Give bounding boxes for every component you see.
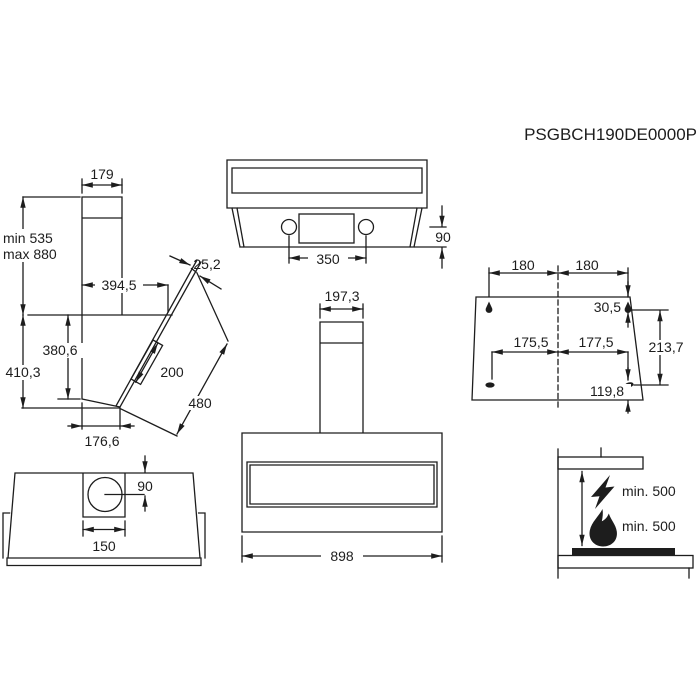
dim-top-hole-left: 180: [511, 257, 535, 273]
clearance-electric-label: min. 500: [622, 483, 676, 499]
dim-lower-hole-rise: 119,8: [590, 383, 624, 399]
side-view-extension-lines: [21, 178, 229, 437]
clearance-gas-label: min. 500: [622, 518, 676, 534]
clearance-view: min. 500 min. 500: [557, 447, 694, 579]
worktop-bar: [557, 554, 694, 569]
dim-top-depth: 394,5: [101, 277, 136, 293]
dim-lower-hole-right: 177,5: [578, 334, 613, 350]
wall-template-view: 180 180 30,5 175,5 177,5 213,7 119,8: [471, 257, 688, 414]
junction-box: [298, 213, 355, 244]
dimension-line: [134, 342, 159, 384]
top-view: 350 90: [226, 159, 451, 269]
dim-chimney-width: 179: [90, 166, 114, 182]
label-backdrop: [0, 365, 46, 380]
template-extension-lines: [488, 267, 669, 386]
dim-height-max: max 880: [3, 246, 57, 262]
front-view: 197,3 898: [241, 288, 443, 564]
dim-bracket-offset: 90: [435, 229, 451, 245]
template-outline: [471, 296, 644, 401]
dim-panel-thickness: 25,2: [193, 256, 220, 272]
top-view-outline: [226, 159, 447, 248]
label-backdrop: [184, 396, 217, 410]
screw-slot: [485, 382, 495, 388]
keyhole-slot: [485, 301, 493, 313]
model-code: PSGBCH190DE0000P: [524, 125, 697, 144]
dim-duct-offset: 90: [137, 478, 153, 494]
mounting-hole: [280, 218, 298, 236]
dim-bottom-depth: 176,6: [84, 433, 119, 449]
label-backdrop: [0, 229, 62, 262]
side-view: 179 min 535 max 880 394,5 25,2 380,6 410…: [0, 166, 229, 449]
dim-hole-span: 213,7: [648, 339, 683, 355]
dim-panel-length: 480: [188, 395, 212, 411]
dim-height-min: min 535: [3, 230, 53, 246]
dim-panel-section: 200: [160, 364, 184, 380]
duct-extension-lines: [82, 493, 145, 537]
label-backdrop: [583, 384, 631, 399]
clearance-outline: [557, 447, 690, 579]
dim-top-hole-right: 180: [575, 257, 599, 273]
dim-bracket-spacing: 350: [316, 251, 340, 267]
dim-lower-hole-left: 175,5: [513, 334, 548, 350]
dim-total-height: 410,3: [5, 364, 40, 380]
dimension-line: [176, 343, 228, 435]
label-backdrop: [308, 251, 348, 266]
mounting-hole: [357, 218, 375, 236]
lightning-icon: [591, 475, 615, 509]
keyhole-slot: [624, 301, 632, 313]
front-view-extension-lines: [241, 303, 443, 563]
dim-top-hole-drop: 30,5: [594, 299, 621, 315]
label-backdrop: [95, 278, 143, 293]
front-view-outline: [241, 321, 443, 533]
dim-back-height: 380,6: [42, 342, 77, 358]
label-backdrop: [37, 343, 83, 358]
duct-view: 90 150: [2, 455, 206, 567]
label-backdrop: [321, 549, 363, 564]
dim-body-width: 898: [330, 548, 354, 564]
dimension-line: [169, 255, 191, 266]
hob-surface: [572, 548, 675, 556]
hood-bottom-bar: [557, 456, 644, 470]
dimension-line: [199, 275, 222, 290]
label-backdrop: [644, 340, 688, 355]
flame-icon: [589, 509, 617, 547]
dim-duct-width: 150: [92, 538, 116, 554]
dim-chimney-width-front: 197,3: [324, 288, 359, 304]
